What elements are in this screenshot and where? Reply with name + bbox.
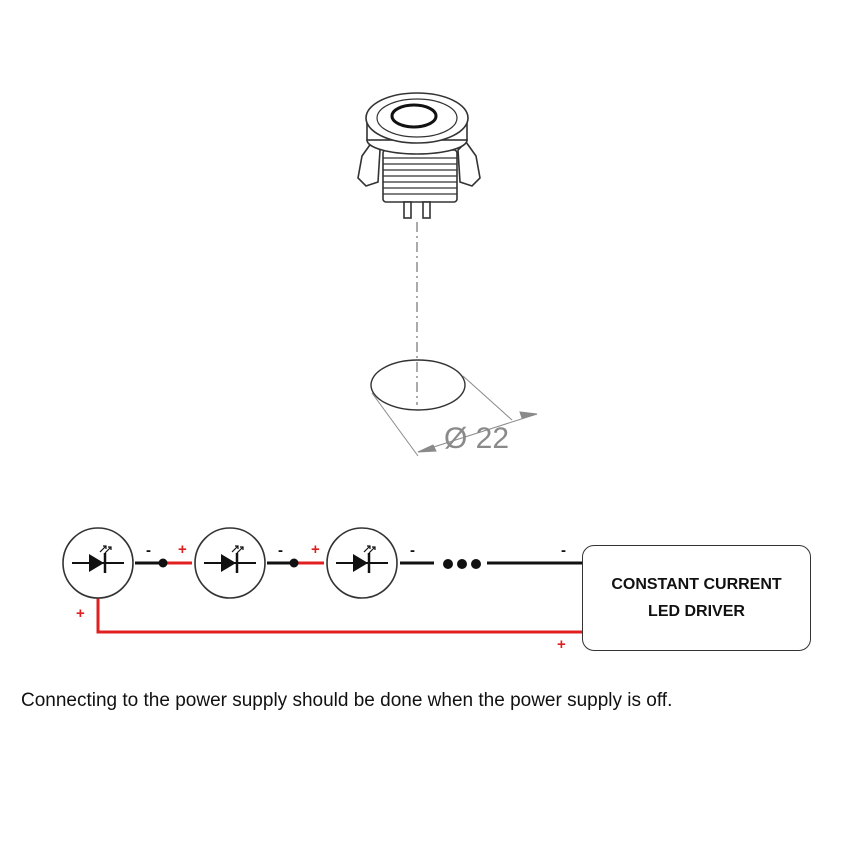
plus-label: + [76,605,85,622]
ellipsis-dots [443,559,481,569]
led-diode-icon [326,527,398,599]
safety-note: Connecting to the power supply should be… [21,690,673,711]
junction-dot [289,558,299,568]
driver-label-line2: LED DRIVER [648,603,745,620]
led-diode-icon [62,527,134,599]
light-emission-arrows-icon [99,545,112,554]
plus-label: + [178,541,187,558]
push-button-led-icon [357,92,481,219]
plus-label: + [311,541,320,558]
led-driver-box: CONSTANT CURRENT LED DRIVER [582,545,811,651]
mounting-hole-outline [370,359,466,411]
junction-dot [158,558,168,568]
light-emission-arrows-icon [363,545,376,554]
light-emission-arrows-icon [231,545,244,554]
diameter-label: Ø 22 [444,422,509,455]
led-diode-icon [194,527,266,599]
diameter-dimension [371,375,538,457]
minus-label: - [146,542,151,559]
minus-label: - [410,542,415,559]
positive-wires [96,561,582,634]
minus-label: - [561,542,566,559]
plus-label: + [557,636,566,653]
driver-label-line1: CONSTANT CURRENT [611,576,782,593]
minus-label: - [278,542,283,559]
